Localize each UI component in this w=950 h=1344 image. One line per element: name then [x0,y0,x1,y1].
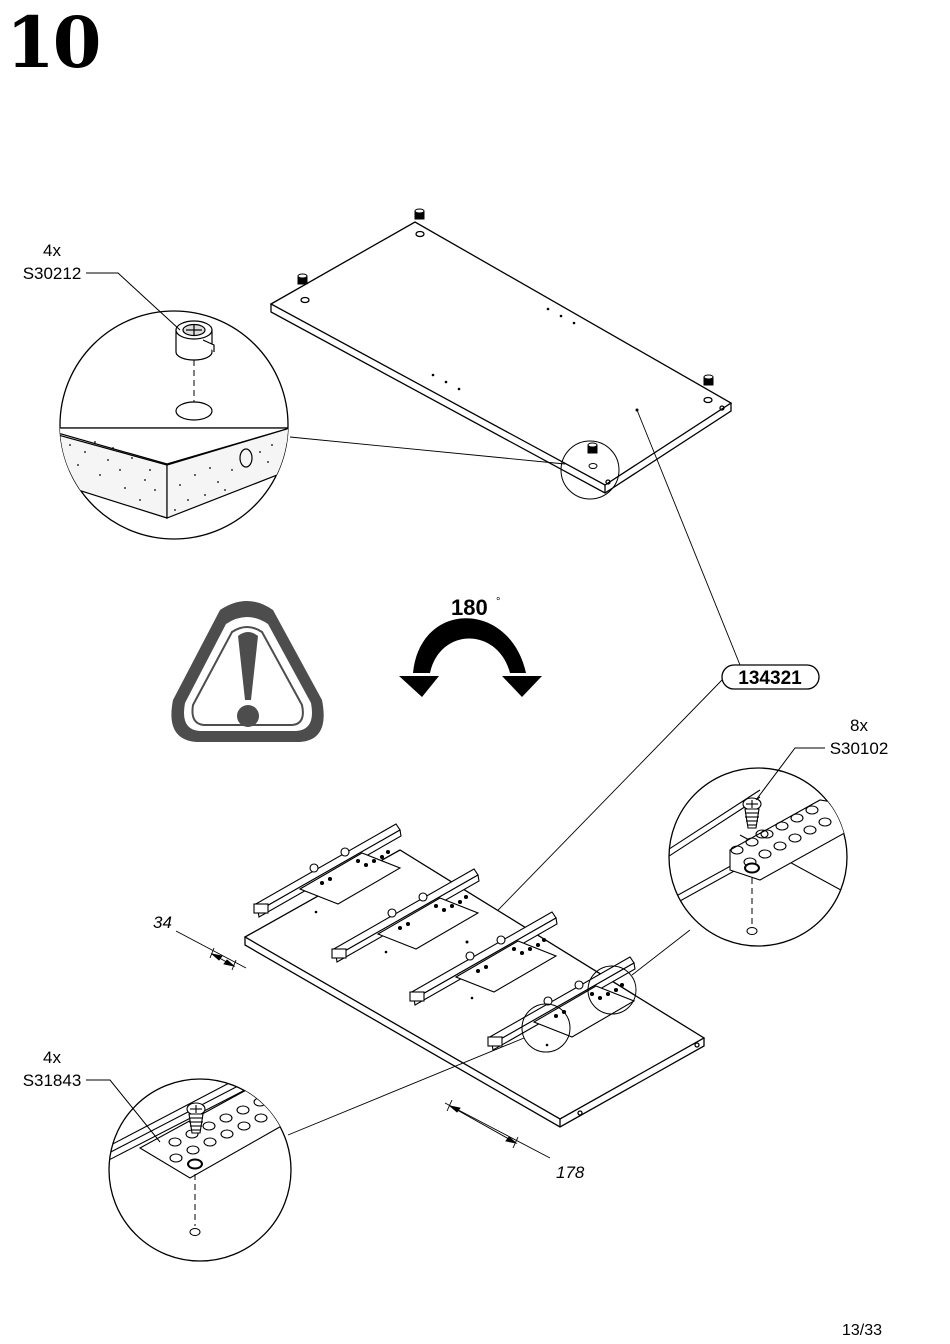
rotate-180-arrow-icon [399,618,542,697]
screw-right-callout-line [632,930,690,975]
dimension-front-offset-label: 34 [153,913,172,932]
cam-qty: 4x [43,241,61,260]
cam-code: S30212 [23,264,82,283]
cam-fitting-icon [176,321,214,360]
screw-small-code: S31843 [23,1071,82,1090]
panel-code: 134321 [738,668,802,689]
screw-left-callout-line [288,1038,524,1135]
page-number: 13/33 [842,1322,882,1340]
cam-detail [40,311,290,539]
top-panel [271,222,731,493]
dimension-rail-offset-label: 178 [556,1163,585,1182]
dimension-front-offset [176,931,246,970]
rotation-unit: ° [496,596,500,608]
screw-detail-left [105,1079,292,1261]
dimension-rail-offset [445,1100,550,1158]
screw-large-code: S30102 [830,739,889,758]
rotation-degrees: 180 [451,595,488,620]
screw-large-qty: 8x [850,716,868,735]
warning-triangle-icon [171,601,323,742]
screw-small-qty: 4x [43,1048,61,1067]
screw-detail-right [660,768,850,946]
panel-leader-top [637,410,740,665]
